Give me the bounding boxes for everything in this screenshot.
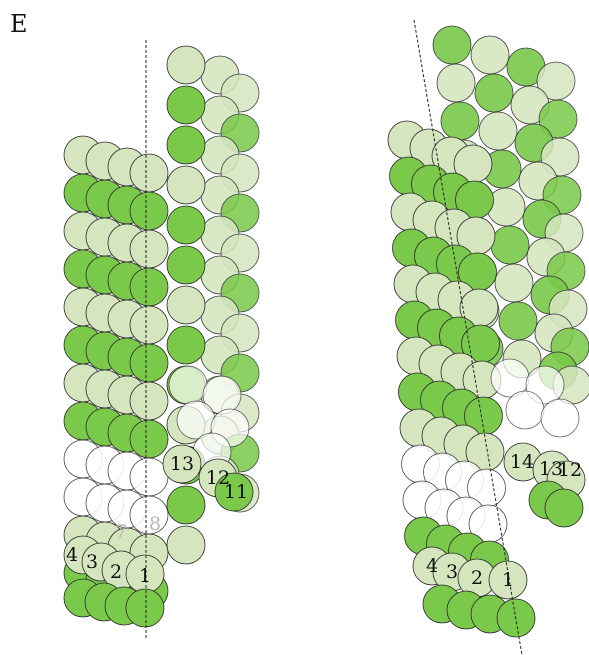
tubulin-subunit	[495, 264, 533, 302]
tubulin-subunit	[167, 246, 205, 284]
subunit-label: 14	[510, 451, 534, 473]
subunit-label: 3	[446, 561, 458, 583]
left-lattice-model: 131211874321	[64, 40, 259, 640]
tubulin-subunit	[437, 64, 475, 102]
tubulin-subunit	[130, 230, 168, 268]
subunit-label: 1	[139, 565, 151, 587]
tubulin-subunit	[167, 286, 205, 324]
tubulin-subunit	[167, 126, 205, 164]
subunit-label: 4	[426, 555, 438, 577]
tubulin-subunit	[167, 86, 205, 124]
subunit-label: 3	[86, 551, 98, 573]
tubulin-subunit	[130, 458, 168, 496]
subunit-label: 8	[149, 513, 161, 535]
tubulin-subunit	[167, 326, 205, 364]
tubulin-subunit	[441, 102, 479, 140]
tubulin-subunit	[130, 154, 168, 192]
tubulin-subunit	[167, 166, 205, 204]
subunit-label: 11	[224, 481, 248, 503]
subunit-label: 13	[170, 453, 194, 475]
subunit-label: 2	[471, 567, 483, 589]
tubulin-subunit	[541, 399, 579, 437]
tubulin-subunit	[475, 74, 513, 112]
tubulin-subunit	[479, 112, 517, 150]
subunit-label: 2	[110, 561, 122, 583]
tubulin-subunit	[130, 420, 168, 458]
subunit-label: 7	[115, 521, 127, 543]
tubulin-subunit	[130, 306, 168, 344]
tubulin-subunit	[167, 46, 205, 84]
tubulin-subunit	[433, 26, 471, 64]
tubulin-subunit	[130, 382, 168, 420]
tubulin-subunit	[506, 391, 544, 429]
tubulin-subunit	[499, 302, 537, 340]
subunit-label: 12	[558, 459, 582, 481]
tubulin-subunit	[130, 344, 168, 382]
subunit-label: 4	[66, 544, 78, 566]
tubulin-subunit	[471, 36, 509, 74]
tubulin-subunit	[126, 589, 164, 627]
right-lattice-model: 1413124321	[388, 20, 589, 655]
tubulin-subunit	[167, 486, 205, 524]
tubulin-subunit	[130, 268, 168, 306]
tubulin-subunit	[167, 526, 205, 564]
tubulin-subunit	[545, 489, 583, 527]
tubulin-subunit	[491, 226, 529, 264]
tubulin-subunit	[169, 366, 207, 404]
subunit-label: 1	[502, 569, 514, 591]
tubulin-subunit	[130, 192, 168, 230]
tubulin-subunit	[167, 206, 205, 244]
